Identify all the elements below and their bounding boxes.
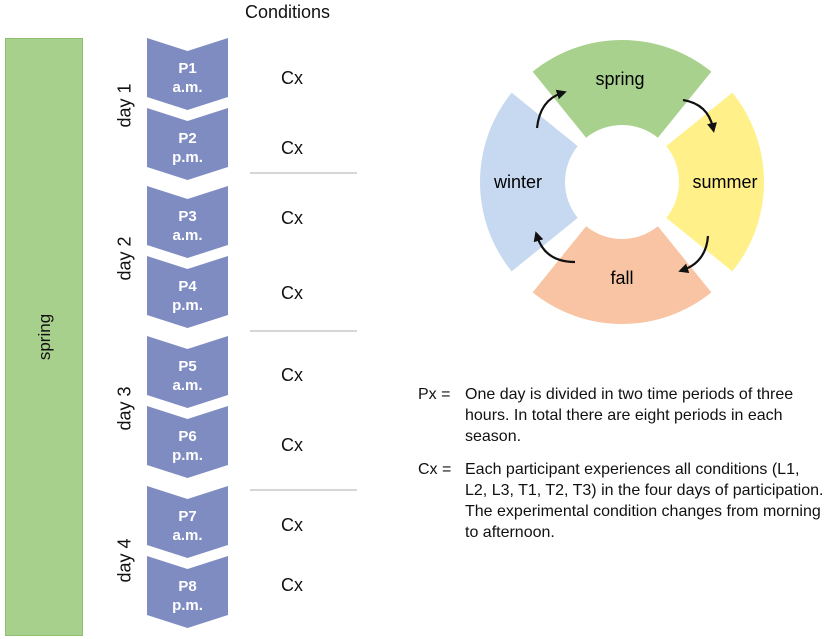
period-time: a.m. xyxy=(172,227,202,244)
period-id: P4 xyxy=(178,278,197,295)
period-chevron xyxy=(147,486,228,558)
period-id: P8 xyxy=(178,578,196,595)
period-time: a.m. xyxy=(172,377,202,394)
period-id: P2 xyxy=(178,130,196,147)
legend-cx-key: Cx = xyxy=(418,461,452,478)
period-chevron xyxy=(147,406,228,478)
cycle-segment-spring xyxy=(532,39,712,138)
period-time: p.m. xyxy=(172,597,203,614)
condition-label-3: Cx xyxy=(281,208,303,228)
condition-label-4: Cx xyxy=(281,283,303,303)
period-id: P5 xyxy=(178,358,196,375)
period-chevron xyxy=(147,556,228,628)
period-chevron xyxy=(147,186,228,258)
period-chevrons: P1 a.m. P2 p.m. P3 a.m. P4 p.m. P5 a.m. P6 p.m. P7 a.… xyxy=(147,38,228,628)
cycle-label-fall: fall xyxy=(610,268,633,288)
period-chevron xyxy=(147,38,228,110)
period-time: p.m. xyxy=(172,297,203,314)
legend-cx-text: Each participant experiences all conditi… xyxy=(465,461,824,541)
conditions-header: Conditions xyxy=(245,2,331,22)
period-time: p.m. xyxy=(172,447,203,464)
cycle-arrows xyxy=(533,89,717,274)
period-id: P1 xyxy=(178,60,196,77)
period-chevron xyxy=(147,108,228,180)
legend-px-text: One day is divided in two time periods o… xyxy=(465,386,794,445)
condition-label-6: Cx xyxy=(281,435,303,455)
period-time: p.m. xyxy=(172,149,203,166)
cycle-segment-summer xyxy=(666,92,765,272)
arrow-fall-to-winter xyxy=(533,231,576,264)
legend-px: Px = One day is divided in two time peri… xyxy=(418,384,828,454)
cycle-label-summer: summer xyxy=(692,172,757,192)
legend-px-key: Px = xyxy=(418,386,451,403)
arrow-summer-to-fall xyxy=(678,235,710,274)
cycle-label-spring: spring xyxy=(595,69,644,89)
arrow-winter-to-spring xyxy=(535,89,567,129)
period-chevron xyxy=(147,336,228,408)
season-cycle: spring summer fall winter xyxy=(479,39,765,325)
period-time: a.m. xyxy=(172,527,202,544)
legend-cx: Cx = Each participant experiences all co… xyxy=(418,459,828,549)
period-chevron xyxy=(147,256,228,328)
cycle-segment-winter xyxy=(479,92,578,272)
condition-label-1: Cx xyxy=(281,68,303,88)
period-id: P7 xyxy=(178,508,196,525)
condition-label-2: Cx xyxy=(281,138,303,158)
period-id: P6 xyxy=(178,428,196,445)
cycle-segment-fall xyxy=(532,226,712,325)
cycle-label-winter: winter xyxy=(493,172,542,192)
period-id: P3 xyxy=(178,208,196,225)
condition-label-8: Cx xyxy=(281,575,303,595)
arrow-spring-to-summer xyxy=(682,98,717,133)
condition-label-5: Cx xyxy=(281,365,303,385)
period-time: a.m. xyxy=(172,79,202,96)
condition-label-7: Cx xyxy=(281,515,303,535)
season-bar: spring xyxy=(5,38,83,636)
